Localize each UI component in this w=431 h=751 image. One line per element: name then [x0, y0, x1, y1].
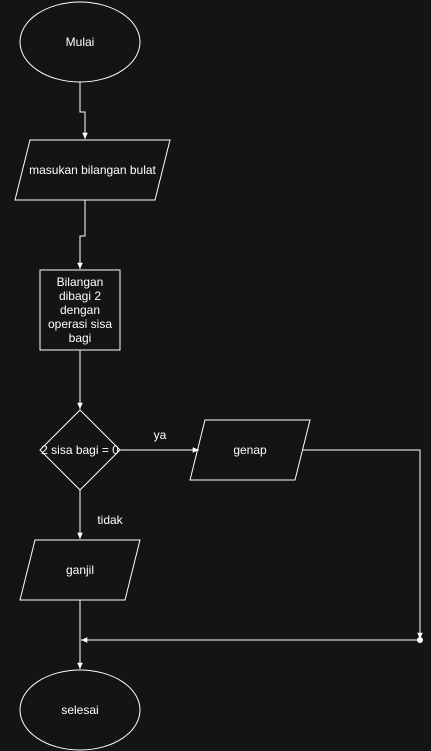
- input-parallelogram-shape[interactable]: [14, 139, 171, 201]
- end-terminal-shape[interactable]: [19, 669, 141, 751]
- process-box-shape[interactable]: [39, 269, 121, 351]
- process-label: Bilangan dibagi 2 dengan operasi sisa ba…: [47, 275, 113, 345]
- odd-output-parallelogram-shape[interactable]: [19, 539, 141, 601]
- connector-start-to-input: [79, 82, 88, 139]
- connector-input-to-process: [77, 200, 86, 269]
- no-edge-label: tidak: [97, 513, 123, 527]
- connector-even-down-right: [302, 449, 423, 639]
- start-label: Mulai: [65, 35, 95, 49]
- odd-label: ganjil: [65, 563, 95, 577]
- decision-label: 2 sisa bagi = 0: [41, 443, 119, 457]
- end-label: selesai: [61, 703, 99, 717]
- input-label: masukan bilangan bulat: [29, 163, 156, 177]
- even-output-parallelogram-shape[interactable]: [189, 419, 311, 481]
- yes-edge-label: ya: [153, 428, 167, 442]
- even-label: genap: [233, 443, 267, 457]
